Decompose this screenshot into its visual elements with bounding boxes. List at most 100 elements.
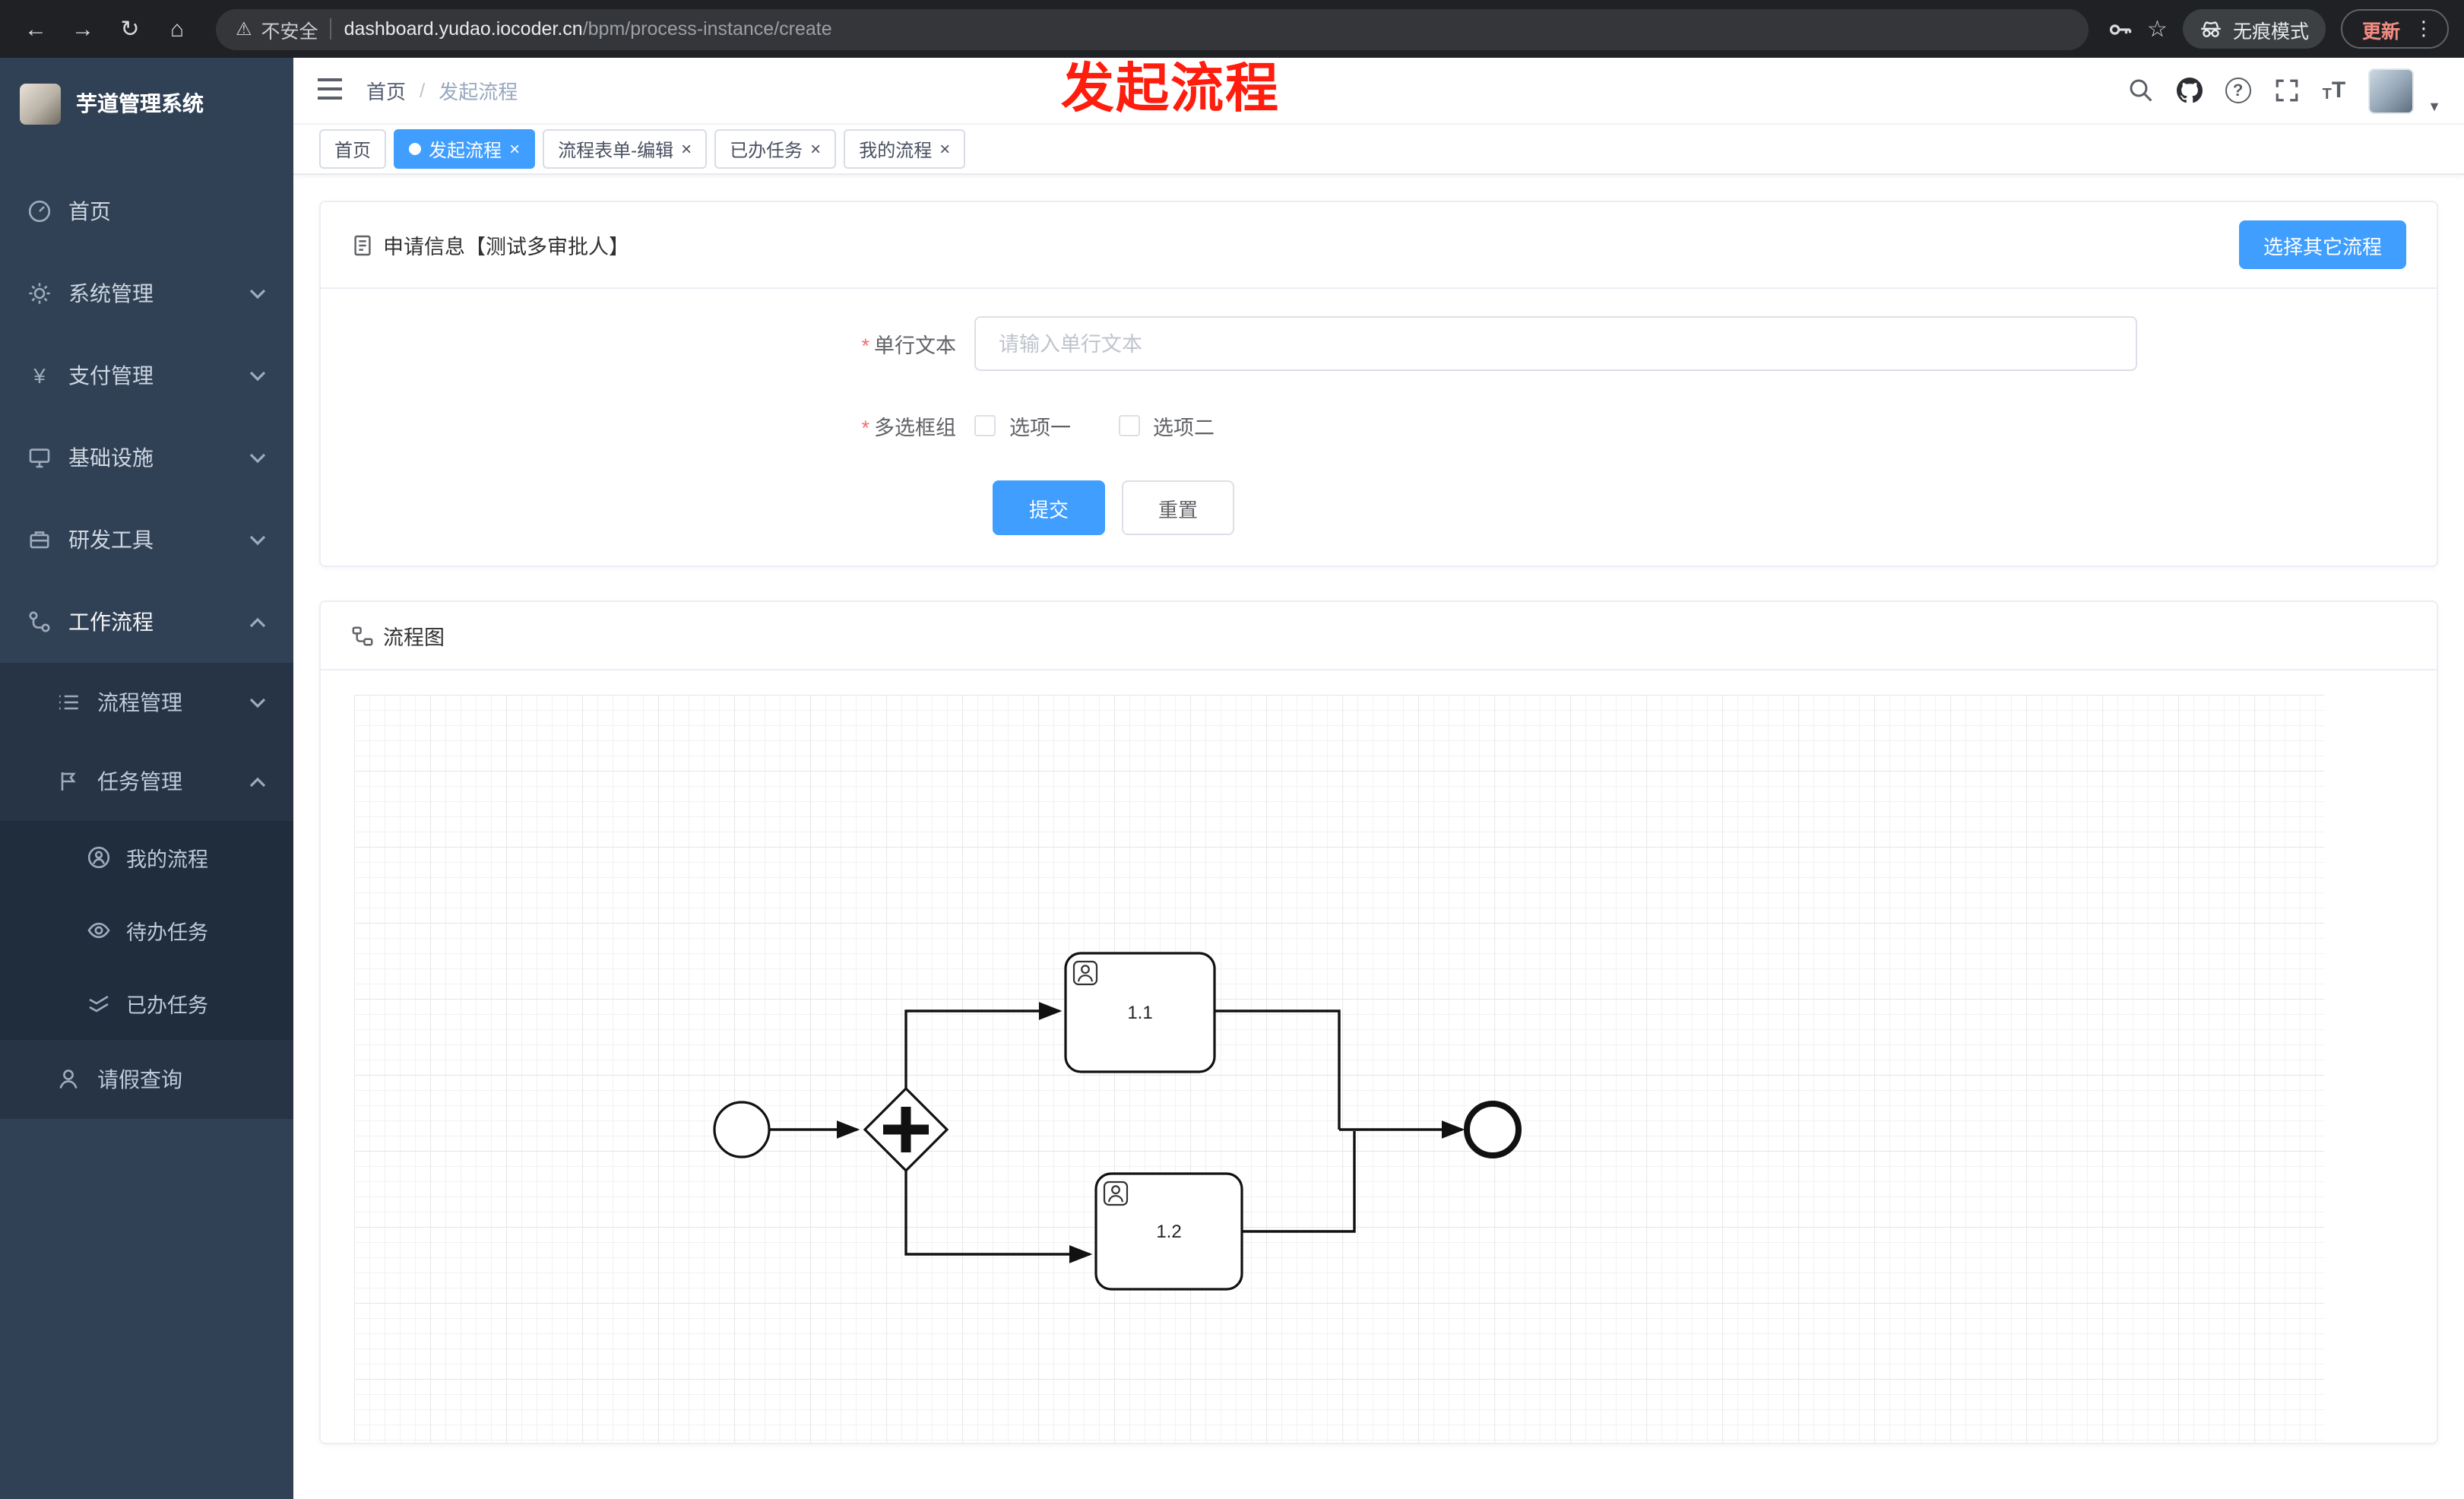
tab-my-processes[interactable]: 我的流程 × bbox=[844, 129, 966, 169]
sidebar-item-label: 流程管理 bbox=[97, 690, 182, 715]
incognito-icon bbox=[2201, 21, 2221, 37]
bookmark-star-icon[interactable]: ☆ bbox=[2147, 17, 2168, 43]
task-label: 1.1 bbox=[1127, 1003, 1152, 1023]
security-indicator[interactable]: ⚠ 不安全 bbox=[236, 14, 318, 43]
toolbox-icon bbox=[27, 528, 52, 552]
sidebar-item-workflow[interactable]: 工作流程 bbox=[0, 581, 293, 663]
browser-menu-icon[interactable]: ⋮ bbox=[2414, 17, 2434, 40]
sidebar-item-payment[interactable]: ¥ 支付管理 bbox=[0, 334, 293, 417]
avatar[interactable] bbox=[2368, 68, 2415, 113]
user-task-icon bbox=[1072, 960, 1098, 986]
checkbox-label: 选项二 bbox=[1153, 417, 1215, 439]
update-button[interactable]: 更新 ⋮ bbox=[2340, 9, 2449, 49]
sidebar-item-label: 支付管理 bbox=[68, 363, 154, 388]
chevron-down-icon bbox=[249, 534, 266, 545]
field-label: *多选框组 bbox=[861, 417, 956, 439]
submit-button[interactable]: 提交 bbox=[993, 480, 1106, 535]
diagram-card-header: 流程图 bbox=[321, 602, 2437, 670]
sidebar-item-todo-tasks[interactable]: 待办任务 bbox=[0, 894, 293, 967]
document-icon bbox=[354, 234, 371, 255]
home-icon[interactable]: ⌂ bbox=[169, 16, 185, 42]
checkbox-option-1[interactable]: 选项一 bbox=[974, 410, 1071, 441]
incognito-label: 无痕模式 bbox=[2232, 21, 2309, 42]
back-icon[interactable]: ← bbox=[24, 16, 47, 42]
sidebar-item-label: 我的流程 bbox=[126, 848, 208, 871]
application-form-card: 申请信息【测试多审批人】 选择其它流程 *单行文本 *多选框组 bbox=[319, 201, 2438, 567]
avatar-caret-icon[interactable]: ▼ bbox=[2428, 98, 2441, 113]
active-tab-dot bbox=[409, 143, 422, 155]
chrome-right-controls: ☆ 无痕模式 更新 ⋮ bbox=[2106, 9, 2449, 49]
sidebar-item-label: 基础设施 bbox=[68, 445, 154, 470]
reset-button[interactable]: 重置 bbox=[1122, 480, 1235, 535]
form-row-text: *单行文本 bbox=[321, 316, 2437, 371]
list-icon bbox=[56, 690, 81, 715]
required-marker: * bbox=[861, 334, 869, 357]
tab-close-icon[interactable]: × bbox=[810, 138, 822, 160]
checkbox-box[interactable] bbox=[1118, 415, 1139, 436]
sidebar-item-task-management[interactable]: 任务管理 bbox=[0, 742, 293, 821]
sidebar-collapse-icon[interactable] bbox=[316, 77, 344, 104]
url-bar[interactable]: ⚠ 不安全 dashboard.yudao.iocoder.cn/bpm/pro… bbox=[216, 8, 2089, 49]
checkbox-box[interactable] bbox=[974, 415, 996, 436]
bpmn-diagram: 1.1 1.2 bbox=[354, 695, 2324, 1443]
bpmn-parallel-gateway bbox=[863, 1086, 949, 1173]
bpmn-user-task-2: 1.2 bbox=[1094, 1172, 1243, 1291]
github-icon[interactable] bbox=[2176, 78, 2203, 103]
breadcrumb-current: 发起流程 bbox=[439, 81, 518, 103]
sidebar-item-leave-query[interactable]: 请假查询 bbox=[0, 1040, 293, 1119]
sidebar-item-done-tasks[interactable]: 已办任务 bbox=[0, 967, 293, 1040]
tab-done-tasks[interactable]: 已办任务 × bbox=[714, 129, 837, 169]
required-marker: * bbox=[861, 417, 869, 439]
password-key-icon[interactable] bbox=[2106, 16, 2132, 42]
form-card-title: 申请信息【测试多审批人】 bbox=[383, 236, 629, 258]
tab-process-form-edit[interactable]: 流程表单-编辑 × bbox=[543, 129, 708, 169]
fullscreen-icon[interactable] bbox=[2274, 78, 2300, 103]
url-host: dashboard.yudao.iocoder.cn bbox=[344, 18, 583, 40]
tab-close-icon[interactable]: × bbox=[939, 138, 951, 160]
bpmn-user-task-1: 1.1 bbox=[1064, 952, 1216, 1073]
sidebar-item-infrastructure[interactable]: 基础设施 bbox=[0, 417, 293, 499]
app-frame: 芋道管理系统 首页 系统管理 bbox=[0, 58, 2464, 1499]
app-title: 芋道管理系统 bbox=[76, 91, 204, 116]
search-icon[interactable] bbox=[2128, 78, 2154, 103]
tab-start-process[interactable]: 发起流程 × bbox=[394, 129, 536, 169]
sidebar-item-label: 研发工具 bbox=[68, 528, 154, 552]
sidebar-item-system[interactable]: 系统管理 bbox=[0, 252, 293, 334]
select-other-process-button[interactable]: 选择其它流程 bbox=[2238, 220, 2406, 269]
checkbox-label: 选项一 bbox=[1009, 417, 1071, 439]
app-logo[interactable]: 芋道管理系统 bbox=[0, 58, 293, 149]
form-card-header: 申请信息【测试多审批人】 选择其它流程 bbox=[321, 202, 2437, 289]
sidebar: 芋道管理系统 首页 系统管理 bbox=[0, 58, 293, 1499]
single-line-text-input[interactable] bbox=[974, 316, 2137, 371]
sidebar-item-label: 首页 bbox=[68, 199, 111, 223]
flowchart-icon bbox=[352, 626, 373, 645]
task-submenu: 我的流程 待办任务 已办任务 bbox=[0, 821, 293, 1040]
forward-icon[interactable]: → bbox=[71, 16, 94, 42]
breadcrumb-home[interactable]: 首页 bbox=[366, 81, 407, 103]
tab-label: 首页 bbox=[334, 139, 372, 160]
security-label: 不安全 bbox=[261, 21, 318, 42]
incognito-badge: 无痕模式 bbox=[2182, 9, 2326, 49]
bpmn-edge-task2-out bbox=[1242, 1131, 1356, 1233]
checkbox-option-2[interactable]: 选项二 bbox=[1118, 410, 1215, 441]
diagram-card-title: 流程图 bbox=[383, 626, 445, 649]
sidebar-item-process-management[interactable]: 流程管理 bbox=[0, 663, 293, 742]
sidebar-item-home[interactable]: 首页 bbox=[0, 170, 293, 252]
tab-close-icon[interactable]: × bbox=[509, 138, 521, 160]
reload-icon[interactable]: ↻ bbox=[120, 17, 140, 43]
url-text: dashboard.yudao.iocoder.cn/bpm/process-i… bbox=[344, 18, 832, 40]
check-badge-icon bbox=[87, 991, 111, 1016]
sidebar-item-devtools[interactable]: 研发工具 bbox=[0, 499, 293, 581]
bpmn-edge-gateway-to-task1 bbox=[904, 1002, 1063, 1089]
help-icon[interactable]: ? bbox=[2225, 78, 2251, 103]
tab-close-icon[interactable]: × bbox=[681, 138, 692, 160]
logo-image bbox=[20, 83, 61, 124]
sidebar-item-my-processes[interactable]: 我的流程 bbox=[0, 821, 293, 894]
chevron-down-icon bbox=[249, 697, 266, 708]
breadcrumb-separator: / bbox=[420, 79, 426, 102]
process-diagram-card: 流程图 bbox=[319, 601, 2438, 1444]
tab-home[interactable]: 首页 bbox=[319, 129, 387, 169]
gear-icon bbox=[27, 281, 52, 306]
